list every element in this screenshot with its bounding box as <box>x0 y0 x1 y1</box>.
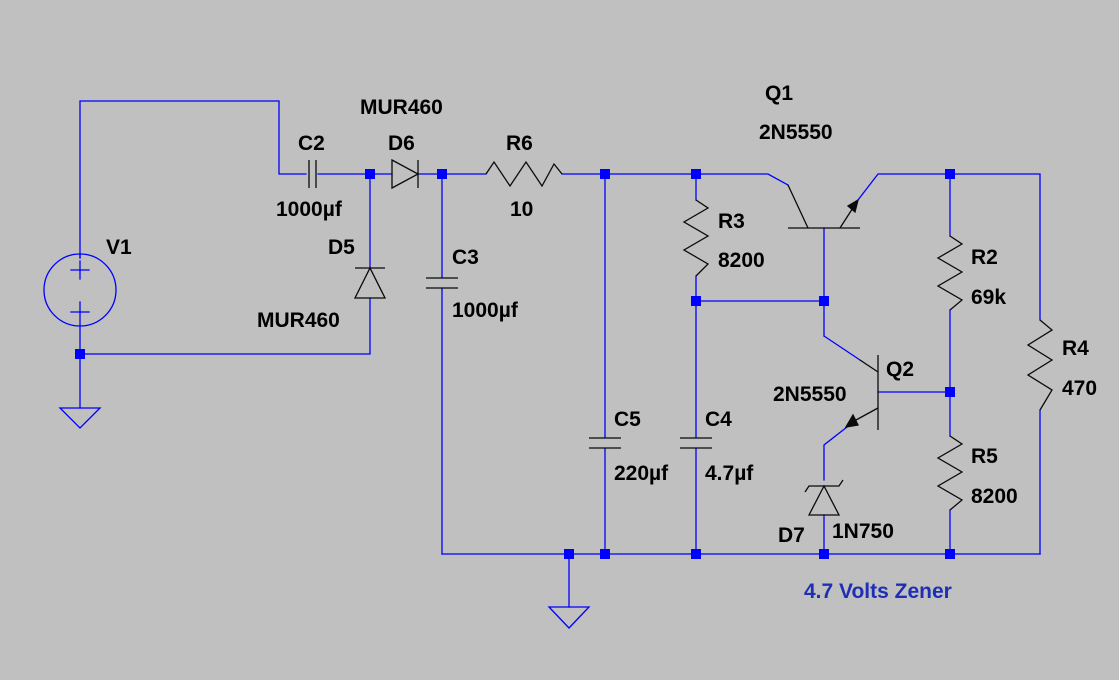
c3-value-label: 1000µf <box>452 299 519 322</box>
resistor-r6[interactable] <box>485 160 563 188</box>
capacitor-c3[interactable] <box>426 277 458 289</box>
q1-value-label: 2N5550 <box>759 121 833 144</box>
q2-value-label: 2N5550 <box>773 383 847 406</box>
capacitor-c2[interactable] <box>308 160 317 188</box>
c4-value-label: 4.7µf <box>705 462 754 485</box>
d7-value-label: 1N750 <box>832 520 894 543</box>
wires <box>79 100 1041 608</box>
r5-value-label: 8200 <box>971 485 1018 508</box>
capacitor-c4[interactable] <box>680 437 712 449</box>
q1-ref-label: Q1 <box>765 82 793 105</box>
r2-ref-label: R2 <box>971 246 998 269</box>
r6-value-label: 10 <box>510 198 533 221</box>
c5-value-label: 220µf <box>614 462 669 485</box>
r6-ref-label: R6 <box>506 132 533 155</box>
transistor-q2[interactable] <box>844 355 879 430</box>
junctions <box>75 169 955 559</box>
resistor-r2[interactable] <box>936 235 964 311</box>
c4-ref-label: C4 <box>705 408 732 431</box>
c5-ref-label: C5 <box>614 408 641 431</box>
d5-ref-label: D5 <box>328 236 355 259</box>
d6-value-label: MUR460 <box>360 96 443 119</box>
resistor-r4[interactable] <box>1026 319 1054 411</box>
c2-value-label: 1000µf <box>276 198 343 221</box>
resistor-r3[interactable] <box>682 199 710 277</box>
resistor-r5[interactable] <box>936 435 964 511</box>
ground-symbol-left <box>58 407 102 429</box>
ground-symbol-main <box>547 606 591 629</box>
capacitor-c5[interactable] <box>589 437 621 449</box>
q2-ref-label: Q2 <box>886 358 914 381</box>
r4-value-label: 470 <box>1062 377 1097 400</box>
diode-d5[interactable] <box>353 266 387 299</box>
zener-diode-d7[interactable] <box>804 479 844 516</box>
zener-annotation: 4.7 Volts Zener <box>804 580 952 603</box>
r5-ref-label: R5 <box>971 445 998 468</box>
r3-value-label: 8200 <box>718 249 765 272</box>
r4-ref-label: R4 <box>1062 337 1089 360</box>
voltage-source-v1[interactable] <box>43 253 117 327</box>
c2-ref-label: C2 <box>298 132 325 155</box>
transistor-q1[interactable] <box>787 184 860 229</box>
d5-value-label: MUR460 <box>257 309 340 332</box>
c3-ref-label: C3 <box>452 246 479 269</box>
r2-value-label: 69k <box>971 286 1006 309</box>
diode-d6[interactable] <box>391 158 420 190</box>
v1-ref-label: V1 <box>106 236 132 259</box>
d7-ref-label: D7 <box>778 524 805 547</box>
d6-ref-label: D6 <box>388 132 415 155</box>
r3-ref-label: R3 <box>718 210 745 233</box>
